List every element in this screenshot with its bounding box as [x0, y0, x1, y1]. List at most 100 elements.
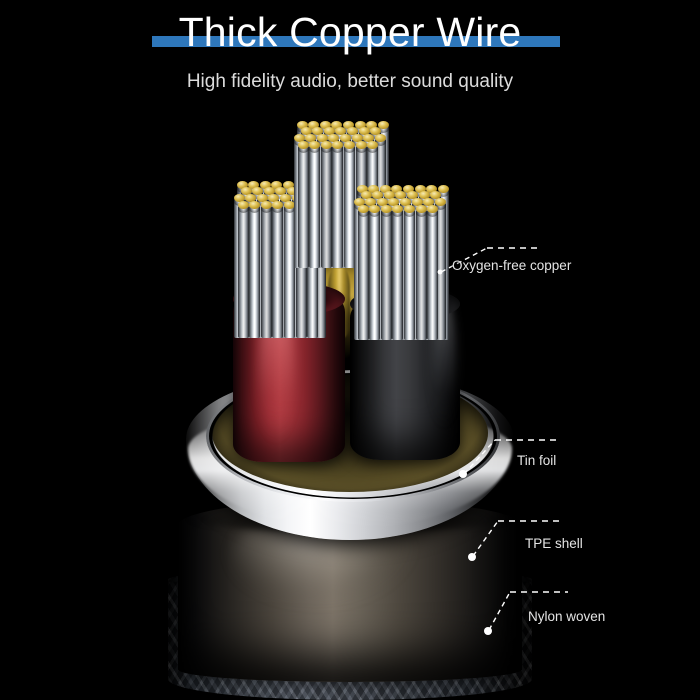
copper-strand-gold-tip-face: [367, 141, 379, 150]
copper-strand: [309, 146, 321, 268]
copper-strand-gold-tip-face: [240, 187, 252, 196]
copper-strand-gold-tip-face: [263, 187, 275, 196]
copper-strand-gold-tip-face: [354, 120, 366, 129]
copper-strand: [380, 210, 392, 340]
copper-strand: [369, 210, 381, 340]
copper-strand-gold-tip-face: [282, 180, 294, 189]
copper-strand: [357, 210, 369, 340]
copper-strand: [297, 146, 309, 268]
copper-strand-gold-tip-face: [355, 141, 367, 150]
copper-strand-gold-tip-face: [379, 184, 391, 193]
copper-strand: [392, 210, 404, 340]
copper-strand-gold-tip-face: [319, 120, 331, 129]
copper-strand-gold-tip-face: [252, 187, 264, 196]
copper-strand-gold-tip-face: [374, 134, 386, 143]
copper-strand-gold-tip-face: [351, 134, 363, 143]
copper-strand-gold-tip-face: [320, 141, 332, 150]
title-accent-bar: [152, 36, 560, 47]
copper-strand: [332, 146, 344, 268]
copper-strand-gold-tip-face: [286, 187, 298, 196]
copper-strand-gold-tip-face: [380, 205, 392, 214]
copper-strand-gold-tip-face: [395, 191, 407, 200]
copper-strand: [403, 210, 415, 340]
copper-strand: [272, 206, 284, 338]
copper-strand-gold-tip-face: [308, 120, 320, 129]
copper-strand: [343, 146, 355, 268]
copper-strand-gold-tip-face: [423, 198, 435, 207]
copper-strand-gold-tip-face: [275, 187, 287, 196]
copper-strand-bundle-right: [352, 182, 450, 340]
page-title: Thick Copper Wire: [178, 9, 522, 55]
copper-strand-gold-tip-face: [342, 120, 354, 129]
copper-strand-gold-tip-face: [369, 205, 381, 214]
copper-strand-gold-tip-face: [406, 191, 418, 200]
copper-strand-gold-tip-face: [363, 134, 375, 143]
copper-strand-gold-tip-face: [300, 127, 312, 136]
copper-strand-gold-tip-face: [245, 194, 257, 203]
copper-strand-gold-tip-face: [249, 201, 261, 210]
copper-strand-gold-tip-face: [418, 191, 430, 200]
copper-strand-gold-tip-face: [437, 184, 449, 193]
copper-strand-gold-tip-face: [293, 134, 305, 143]
copper-strand-gold-tip-face: [383, 191, 395, 200]
copper-strand-gold-tip-face: [259, 180, 271, 189]
copper-strand: [249, 206, 261, 338]
copper-strand-gold-tip-face: [434, 198, 446, 207]
copper-strand-gold-tip-face: [370, 127, 382, 136]
copper-strand-gold-tip-face: [414, 184, 426, 193]
copper-strand: [320, 146, 332, 268]
copper-strand-gold-tip-face: [415, 205, 427, 214]
copper-strand-gold-tip-face: [332, 141, 344, 150]
copper-strand-gold-tip-face: [236, 180, 248, 189]
copper-strand-gold-tip-face: [353, 198, 365, 207]
copper-strand-gold-tip-face: [392, 205, 404, 214]
copper-strand-gold-tip-face: [391, 184, 403, 193]
copper-strand-gold-tip-face: [376, 198, 388, 207]
copper-strand-gold-tip-face: [356, 184, 368, 193]
copper-strand-gold-tip-face: [427, 205, 439, 214]
copper-strand-gold-tip-face: [365, 198, 377, 207]
copper-strand: [295, 206, 307, 338]
copper-strand-gold-tip-face: [237, 201, 249, 210]
copper-strand-gold-tip-face: [309, 141, 321, 150]
copper-strand-gold-tip-face: [357, 205, 369, 214]
copper-strand: [314, 199, 326, 338]
page-subtitle: High fidelity audio, better sound qualit…: [186, 71, 514, 92]
copper-strand-gold-tip-face: [360, 191, 372, 200]
copper-strand: [260, 206, 272, 338]
copper-strand-gold-tip-face: [323, 127, 335, 136]
copper-strand-gold-tip-face: [256, 194, 268, 203]
copper-strand-gold-tip-face: [268, 194, 280, 203]
copper-strand-gold-tip-face: [339, 134, 351, 143]
copper-strand-gold-tip-face: [343, 141, 355, 150]
header: Thick Copper Wire High fidelity audio, b…: [0, 0, 700, 110]
copper-strand-gold-tip-face: [399, 198, 411, 207]
copper-strand-gold-tip-face: [335, 127, 347, 136]
copper-strand: [237, 206, 249, 338]
copper-strand-gold-tip-face: [403, 205, 415, 214]
copper-strand-gold-tip-face: [283, 201, 295, 210]
copper-strand-gold-tip-face: [331, 120, 343, 129]
copper-strand-gold-tip-face: [248, 180, 260, 189]
copper-strand-gold-tip-face: [260, 201, 272, 210]
copper-strand-gold-tip-face: [296, 120, 308, 129]
copper-strand-gold-tip-face: [426, 184, 438, 193]
copper-strand-gold-tip-face: [358, 127, 370, 136]
copper-strand-gold-tip-face: [316, 134, 328, 143]
copper-strand-gold-tip-face: [372, 191, 384, 200]
copper-strand-gold-tip-face: [411, 198, 423, 207]
copper-strand-gold-tip-face: [430, 191, 442, 200]
copper-strand: [415, 210, 427, 340]
copper-strand-gold-tip-face: [305, 134, 317, 143]
copper-strand: [283, 206, 295, 338]
copper-strand-gold-tip-face: [297, 141, 309, 150]
copper-strand-gold-tip-face: [233, 194, 245, 203]
copper-strand-gold-tip-face: [402, 184, 414, 193]
copper-strand-gold-tip-face: [271, 180, 283, 189]
copper-strand-gold-tip-face: [312, 127, 324, 136]
copper-strand-gold-tip-face: [388, 198, 400, 207]
copper-strand-gold-tip-face: [368, 184, 380, 193]
copper-strand-gold-tip-face: [328, 134, 340, 143]
